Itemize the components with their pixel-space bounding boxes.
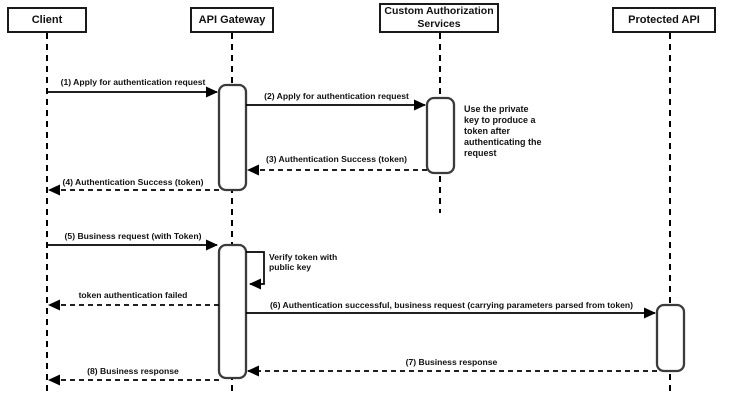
- actor-client: Client: [7, 7, 87, 33]
- activation-api-gateway-1: [217, 83, 248, 192]
- actor-custom-authorization-services: Custom Authorization Services: [379, 3, 499, 33]
- actor-api-gateway: API Gateway: [190, 7, 274, 33]
- message-label-token-failed: token authentication failed: [78, 290, 188, 300]
- note-private-key: Use the private key to produce a token a…: [464, 104, 542, 158]
- message-label-7: (7) Business response: [405, 357, 498, 367]
- message-label-5: (5) Business request (with Token): [64, 231, 202, 241]
- activation-protected-api: [655, 303, 686, 373]
- message-label-4: (4) Authentication Success (token): [62, 177, 204, 187]
- self-message-label-verify-token: Verify token with public key: [269, 252, 338, 272]
- message-label-6: (6) Authentication successful, business …: [269, 300, 634, 310]
- message-label-3: (3) Authentication Success (token): [265, 154, 408, 164]
- activation-api-gateway-2: [217, 243, 248, 380]
- message-label-2: (2) Apply for authentication request: [264, 91, 409, 101]
- self-message-arrow-verify-token: [246, 251, 265, 290]
- message-label-8: (8) Business response: [87, 366, 179, 376]
- message-label-1: (1) Apply for authentication request: [60, 77, 206, 87]
- actor-protected-api: Protected API: [612, 7, 716, 33]
- activation-custom-auth: [425, 96, 456, 175]
